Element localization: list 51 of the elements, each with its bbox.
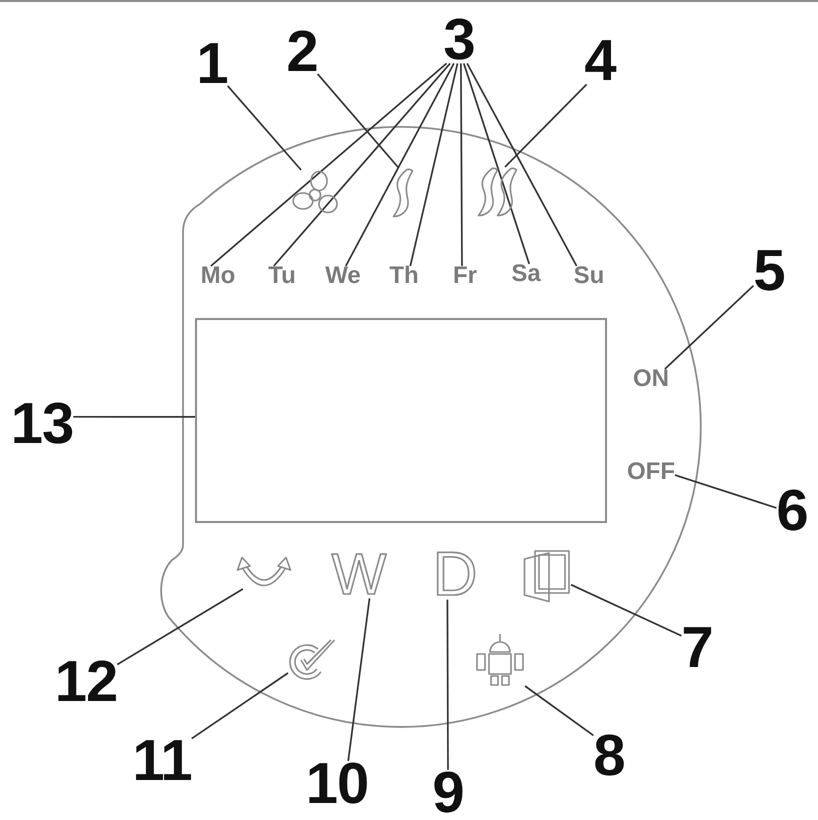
leader-line (116, 588, 244, 666)
day-label: We (325, 266, 361, 286)
day-label: Fr (453, 266, 477, 286)
leader-line (463, 63, 530, 264)
callout-number: 11 (132, 738, 192, 784)
callout-number: 13 (10, 401, 74, 448)
callout-number: 8 (593, 733, 625, 780)
day-label: Th (389, 266, 419, 286)
callout-number: 6 (776, 488, 808, 534)
callout-number: 12 (54, 659, 118, 706)
leader-line (460, 63, 463, 266)
curved-arrows-icon (236, 556, 292, 589)
leader-line (73, 416, 195, 418)
callout-number: 1 (196, 41, 228, 88)
leader-line (345, 63, 455, 266)
robot-icon (475, 633, 525, 686)
day-label: Su (574, 266, 604, 286)
leader-line (191, 672, 288, 740)
leader-line (674, 474, 777, 509)
callout-number: 9 (432, 770, 464, 816)
callout-number: 2 (286, 29, 318, 76)
leader-line (466, 63, 578, 266)
mode-label: OFF (627, 462, 675, 482)
leader-line (664, 285, 754, 370)
mode-letter: D (432, 550, 478, 600)
leader-line (570, 584, 682, 637)
callout-number: 3 (443, 17, 475, 64)
leader-line (347, 598, 370, 762)
leader-line (409, 63, 458, 266)
door-icon (523, 549, 571, 603)
double-flame-icon (477, 167, 518, 217)
leader-line (226, 85, 302, 171)
fan-icon (292, 170, 338, 214)
leader-line (210, 62, 448, 267)
day-label: Sa (511, 264, 541, 284)
day-label: Mo (200, 266, 236, 286)
leader-line (524, 685, 594, 736)
leader-line (273, 62, 451, 267)
callout-number: 7 (681, 625, 713, 672)
day-label: Tu (268, 266, 296, 286)
leader-line (446, 600, 449, 770)
display-screen (195, 318, 607, 523)
checkmark-icon (288, 638, 336, 682)
mode-label: ON (633, 369, 669, 388)
flame-icon (392, 168, 414, 218)
callout-number: 5 (753, 248, 785, 294)
leader-line (316, 73, 400, 169)
callout-number: 10 (306, 761, 368, 808)
mode-letter: W (332, 552, 386, 598)
leader-line (504, 84, 588, 168)
callout-number: 4 (584, 38, 616, 84)
